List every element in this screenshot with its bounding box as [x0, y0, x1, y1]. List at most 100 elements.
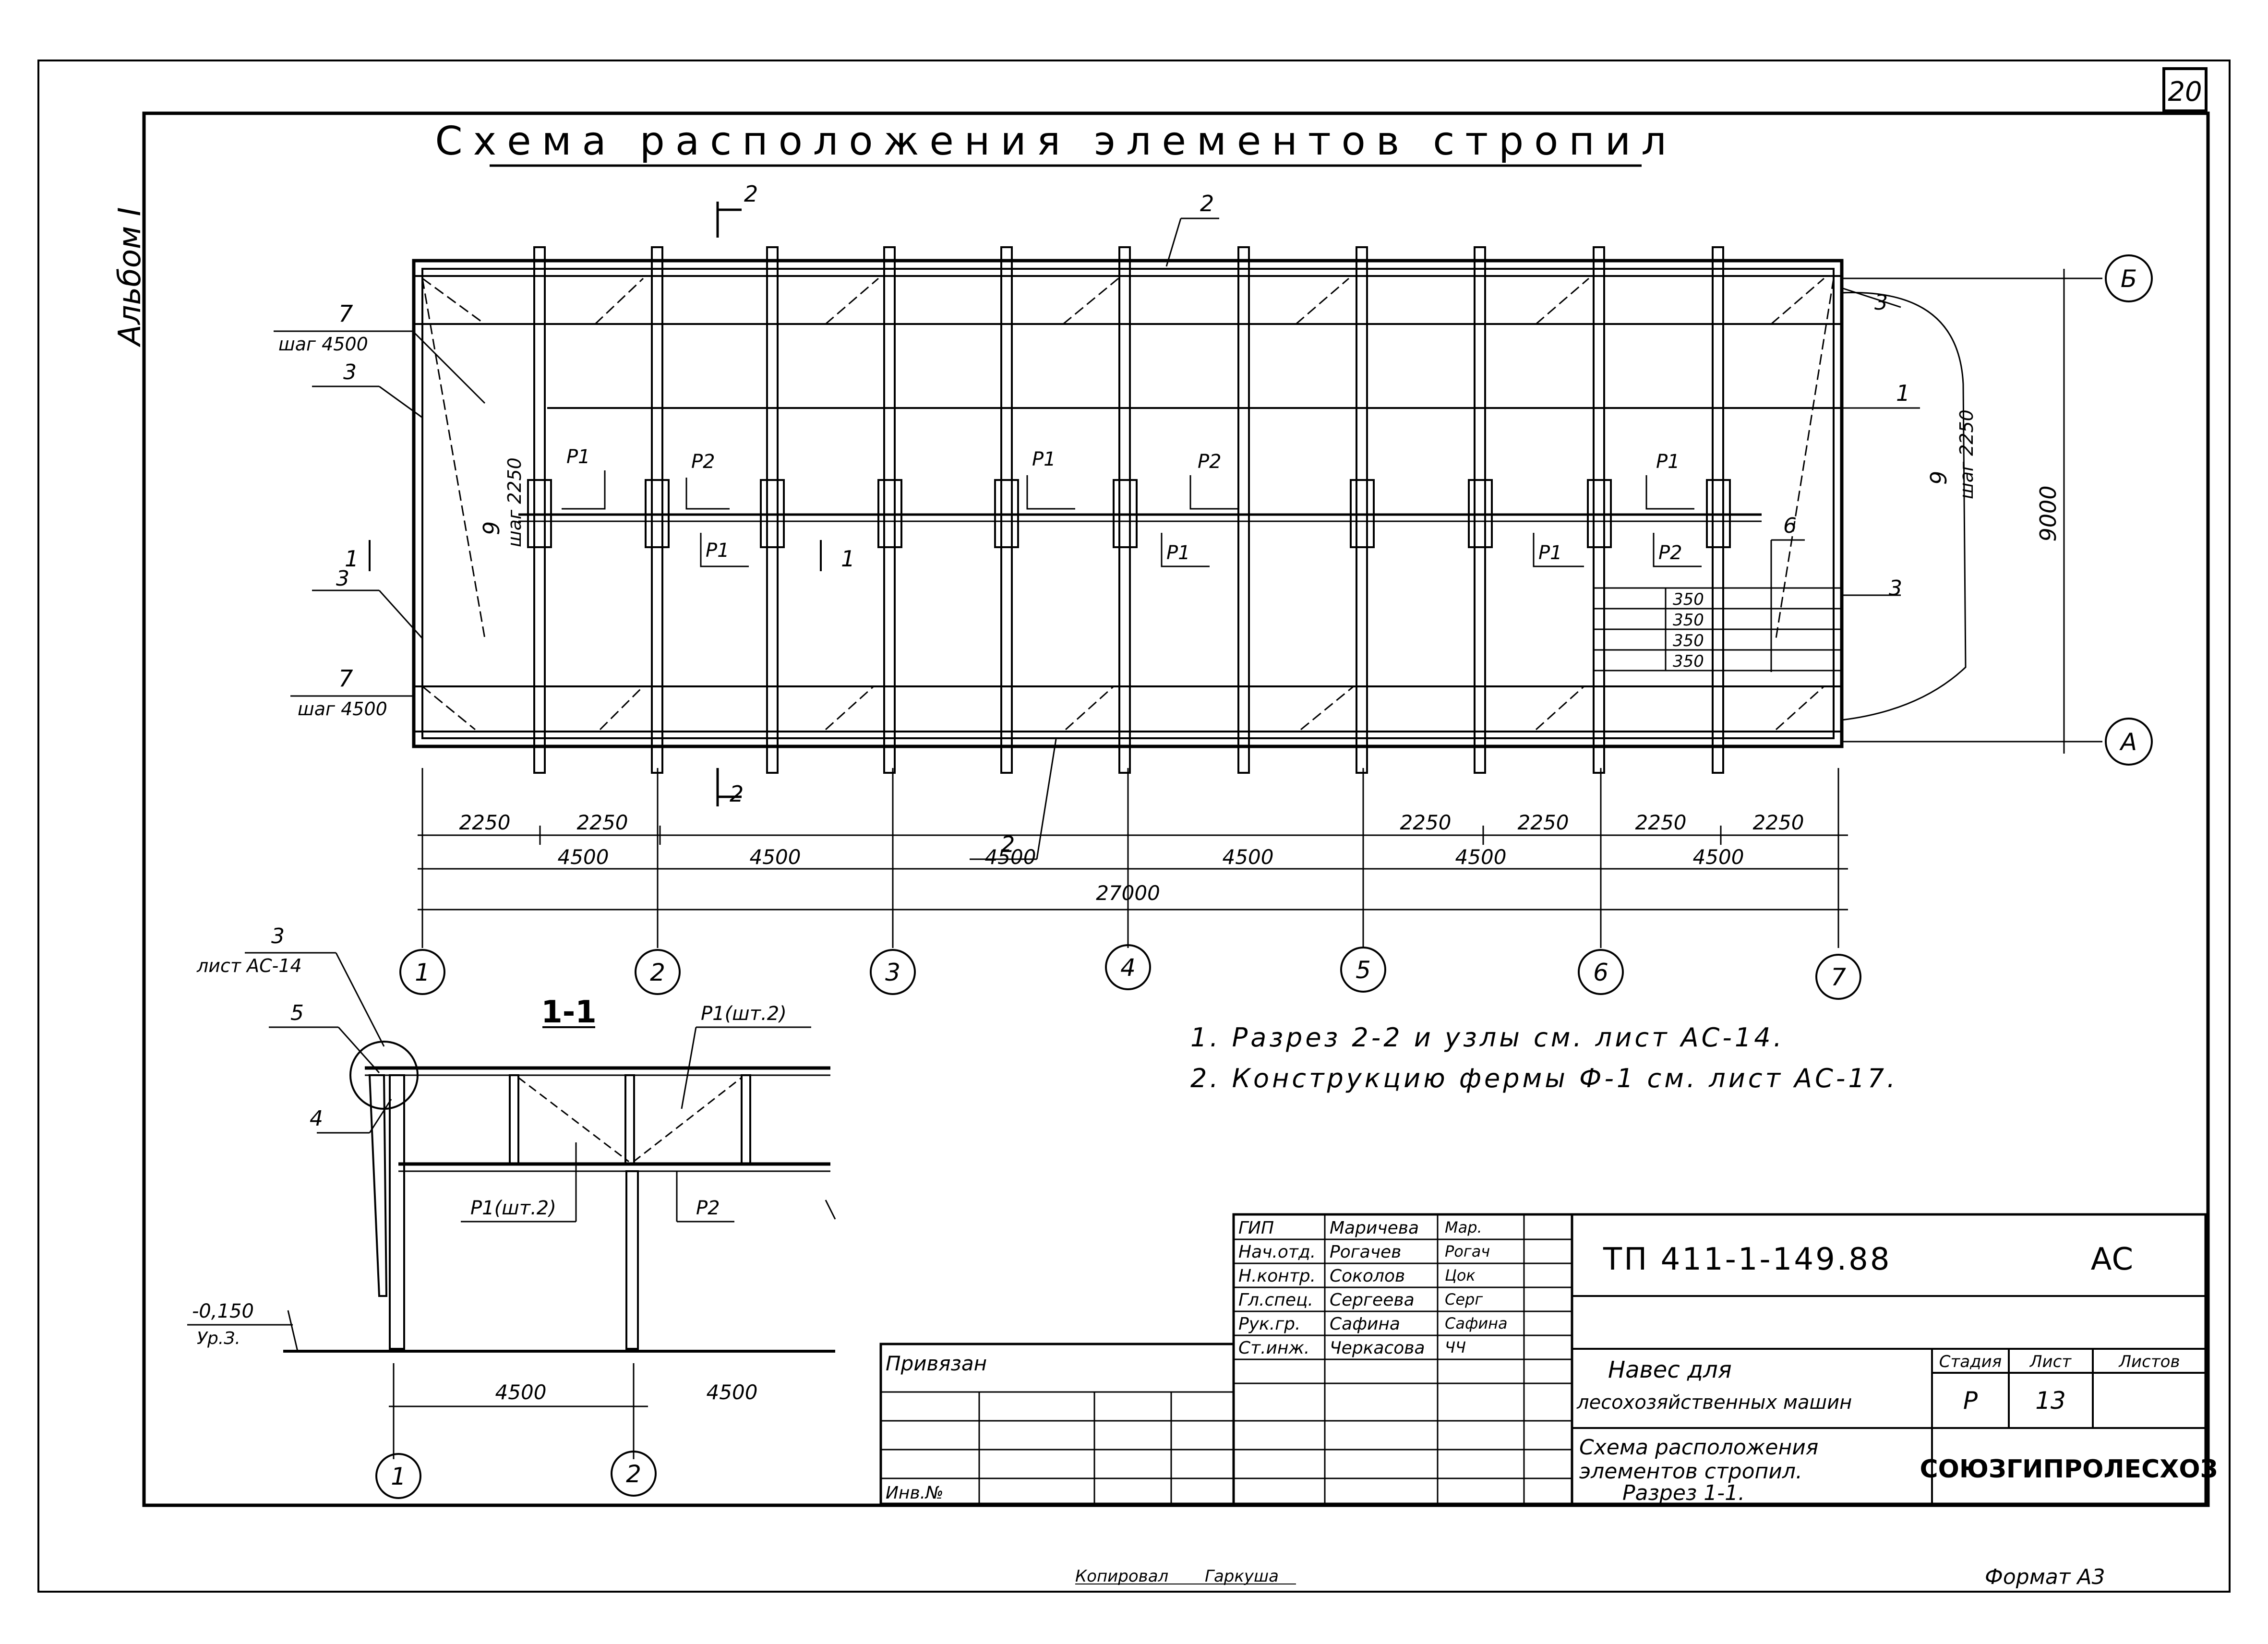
label-3-left-top: 3 [343, 360, 357, 384]
sig-mark-6: ЧЧ [1445, 1338, 1466, 1356]
sig-role-6: Ст.инж. [1238, 1338, 1309, 1358]
sig-mark-5: Сафина [1445, 1314, 1508, 1332]
label-brace-step-left: шаг 2250 [504, 457, 525, 547]
section-p2: Р2 [696, 1197, 720, 1219]
section-1-1 [187, 952, 836, 1499]
section-axis-1: 1 [391, 1463, 406, 1490]
label-3-left-bottom: 3 [336, 566, 349, 591]
stair-dim-2: 350 [1673, 611, 1704, 630]
label-3-right-bottom: 3 [1889, 576, 1902, 600]
axis-number-7: 7 [1831, 963, 1846, 991]
note-2: 2. Конструкцию фермы Ф-1 см. лист АС-17. [1190, 1063, 1898, 1093]
dim-bay-1: 4500 [558, 845, 609, 869]
label-step-bottom: шаг 4500 [298, 698, 387, 720]
dim-small-6: 2250 [1753, 811, 1804, 834]
section-mark-2-bottom: 2 [730, 781, 744, 807]
section-level: -0,150 [192, 1300, 254, 1322]
axis-number-2: 2 [650, 959, 665, 986]
section-callout-4: 4 [310, 1106, 323, 1131]
sheet-title-line-2: элементов стропил. [1579, 1459, 1802, 1484]
dim-small-5: 2250 [1635, 811, 1687, 834]
sig-name-4: Сергеева [1330, 1290, 1415, 1310]
sheets-label: Листов [2118, 1352, 2180, 1371]
stair-dim-1: 350 [1673, 590, 1704, 609]
label-9-left: 9 [479, 521, 504, 535]
label-1-right: 1 [1896, 380, 1910, 406]
sig-mark-4: Серг [1445, 1290, 1483, 1308]
stage-value: Р [1963, 1387, 1978, 1415]
dim-span-9000: 9000 [2035, 485, 2061, 541]
sig-name-1: Маричева [1330, 1218, 1419, 1238]
dim-total: 27000 [1096, 881, 1160, 905]
sheet-title-line-3: Разрез 1-1. [1622, 1481, 1745, 1505]
stair-dim-4: 350 [1673, 652, 1704, 671]
sig-role-4: Гл.спец. [1238, 1290, 1313, 1310]
tag-p2-a: Р2 [691, 451, 715, 473]
doc-mark: АС [2091, 1242, 2133, 1277]
section-title: 1-1 [541, 995, 597, 1030]
dim-bay-5: 4500 [1455, 845, 1507, 869]
dim-bay-2: 4500 [750, 845, 801, 869]
sig-mark-2: Рогач [1445, 1242, 1490, 1260]
section-callout-3: 3 [271, 924, 285, 948]
sig-name-2: Рогачев [1330, 1242, 1401, 1262]
label-9-right: 9 [1926, 471, 1952, 485]
copier-signature: Гаркуша [1205, 1567, 1279, 1586]
axis-letter-marks [1842, 254, 2153, 766]
sig-name-6: Черкасова [1330, 1338, 1425, 1358]
section-mark-1-right: 1 [841, 546, 855, 572]
section-p1-bottom: Р1(шт.2) [470, 1197, 556, 1219]
axis-number-5: 5 [1356, 956, 1371, 984]
section-callout-5: 5 [290, 1001, 304, 1025]
inventory-label: Инв.№ [886, 1483, 944, 1503]
section-axis-2: 2 [626, 1460, 641, 1488]
label-step-top: шаг 4500 [278, 334, 368, 355]
label-brace-step-right: шаг 2250 [1956, 409, 1977, 499]
tag-p1-a: Р1 [566, 446, 590, 468]
tag-p2-b: Р2 [1198, 451, 1222, 473]
axis-number-3: 3 [885, 959, 900, 986]
tag-p2-c: Р2 [1658, 542, 1682, 564]
dim-small-3: 2250 [1400, 811, 1452, 834]
section-callout-sheet: лист АС-14 [196, 955, 302, 976]
dim-small-2: 2250 [577, 811, 628, 834]
linked-label: Привязан [886, 1352, 987, 1375]
organization: СОЮЗГИПРОЛЕСХОЗ [1920, 1455, 2218, 1484]
sig-role-1: ГИП [1238, 1218, 1274, 1238]
title-block [879, 1213, 2207, 1505]
sheet-frames [37, 60, 2231, 1593]
dim-small-1: 2250 [459, 811, 511, 834]
sig-role-5: Рук.гр. [1238, 1314, 1300, 1334]
sig-name-3: Соколов [1330, 1266, 1405, 1286]
sheet-number: 13 [2035, 1387, 2066, 1415]
copied-label: Копировал [1075, 1567, 1168, 1586]
stage-label: Стадия [1939, 1352, 2002, 1371]
rafter-plan: 350 350 350 350 2 2 1 1 7 шаг 4500 7 шаг… [274, 181, 1977, 860]
album-label: Альбом I [112, 207, 148, 348]
sig-mark-3: Цок [1445, 1266, 1476, 1284]
dim-bay-3: 4500 [985, 845, 1036, 869]
page-number: 20 [2168, 76, 2202, 108]
note-1: 1. Разрез 2-2 и узлы см. лист АС-14. [1190, 1022, 1785, 1053]
tag-p1-b: Р1 [706, 540, 730, 562]
sig-name-5: Сафина [1330, 1314, 1400, 1334]
axis-number-4: 4 [1120, 954, 1136, 982]
tag-p1-c: Р1 [1032, 448, 1056, 470]
section-dim-2: 4500 [707, 1380, 758, 1404]
axis-letter-a: А [2119, 728, 2137, 756]
stair-dim-3: 350 [1673, 631, 1704, 650]
section-level-note: Ур.З. [197, 1329, 240, 1348]
tag-p1-d: Р1 [1166, 542, 1190, 564]
object-line-2: лесохозяйственных машин [1576, 1392, 1852, 1414]
sig-role-3: Н.контр. [1238, 1266, 1316, 1286]
drawing-title: Схема расположения элементов стропил [435, 119, 1677, 164]
label-2-top: 2 [1200, 191, 1214, 216]
sig-mark-1: Мар. [1445, 1218, 1482, 1236]
axis-letter-b: Б [2121, 265, 2137, 293]
tag-p1-f: Р1 [1656, 451, 1680, 473]
section-mark-2-top: 2 [744, 181, 758, 207]
dim-small-4: 2250 [1518, 811, 1569, 834]
label-7-bottom: 7 [338, 665, 353, 692]
object-line-1: Навес для [1608, 1356, 1732, 1383]
